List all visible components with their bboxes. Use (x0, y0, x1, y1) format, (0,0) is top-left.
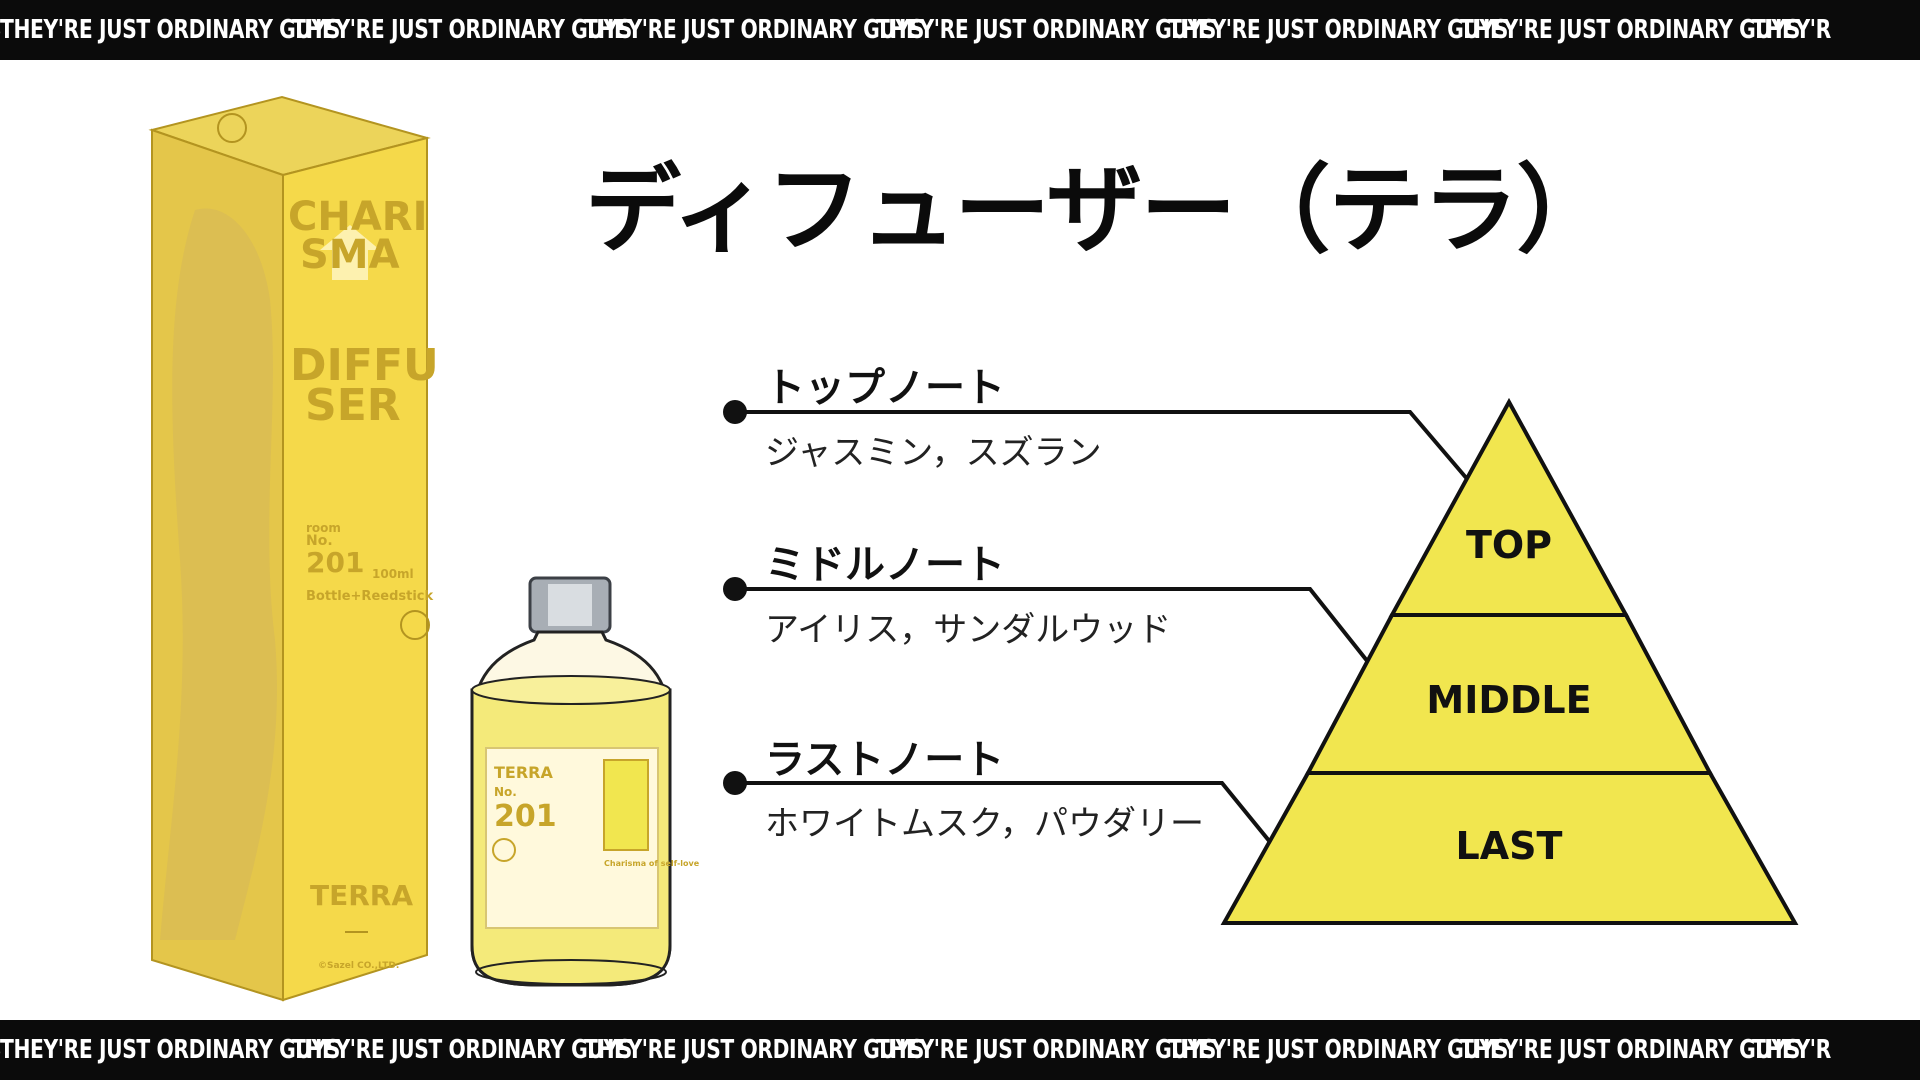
pyramid-last-tier (1220, 771, 1799, 925)
top-note-dot (723, 400, 747, 424)
box-room-number: 201 (306, 546, 364, 579)
box-copyright: ©Sazel CO.,LTD. (318, 961, 399, 971)
last-note-dot (723, 771, 747, 795)
last-note-items: ホワイトムスク，パウダリー (765, 804, 1204, 844)
ticker-text: THEY'R (1752, 15, 1831, 45)
middle-note-heading: ミドルノート (765, 542, 1005, 588)
top-note-connector (735, 410, 1470, 482)
ticker-text: THEY'RE JUST ORDINARY GUYS (0, 1035, 341, 1065)
bottle-illustration: TERRA No. 201 Charisma of self-love (470, 576, 700, 987)
page-title: ディフューザー（テラ） (585, 154, 1612, 266)
middle-note-dot (723, 577, 747, 601)
top-note-heading: トップノート (765, 365, 1005, 411)
ticker-text: THEY'RE JUST ORDINARY GUYS (1460, 1035, 1801, 1065)
box-product-line1: DIFFU (290, 340, 439, 391)
top-note-items: ジャスミン，スズラン (765, 433, 1102, 473)
middle-note-items: アイリス，サンダルウッド (765, 610, 1172, 650)
pyramid-middle-label: MIDDLE (1426, 678, 1591, 722)
note-pyramid: TOP MIDDLE LAST (1220, 397, 1799, 925)
ticker-text: THEY'RE JUST ORDINARY GUYS (584, 1035, 925, 1065)
box-no-label: No. (306, 533, 333, 549)
ticker-text: THEY'RE JUST ORDINARY GUYS (1168, 1035, 1509, 1065)
bottle-tagline: Charisma of self-love (604, 859, 700, 868)
ticker-text: THEY'R (1752, 1035, 1831, 1065)
ticker-text: THEY'RE JUST ORDINARY GUYS (292, 1035, 633, 1065)
middle-note-connector (735, 587, 1370, 664)
ticker-text: THEY'RE JUST ORDINARY GUYS (876, 1035, 1217, 1065)
box-volume: 100ml (372, 567, 414, 581)
box-room-label: room (306, 521, 341, 535)
box-product-line2: SER (305, 380, 401, 431)
bottle-name: TERRA (494, 763, 553, 782)
bottle-no-label: No. (494, 785, 517, 799)
box-brand-line1: CHARI (288, 194, 427, 240)
pyramid-top-label: TOP (1466, 523, 1552, 567)
last-note-heading: ラストノート (765, 737, 1005, 783)
last-note-connector (735, 781, 1272, 844)
box-name: TERRA (310, 879, 413, 912)
box-brand-line2: SMA (300, 232, 400, 278)
bottle-room-number: 201 (494, 799, 557, 834)
pyramid-last-label: LAST (1456, 824, 1563, 868)
product-box-illustration: CHARI SMA DIFFU SER room No. 201 100ml B… (148, 95, 439, 1002)
box-contents: Bottle+Reedstick (306, 589, 433, 604)
